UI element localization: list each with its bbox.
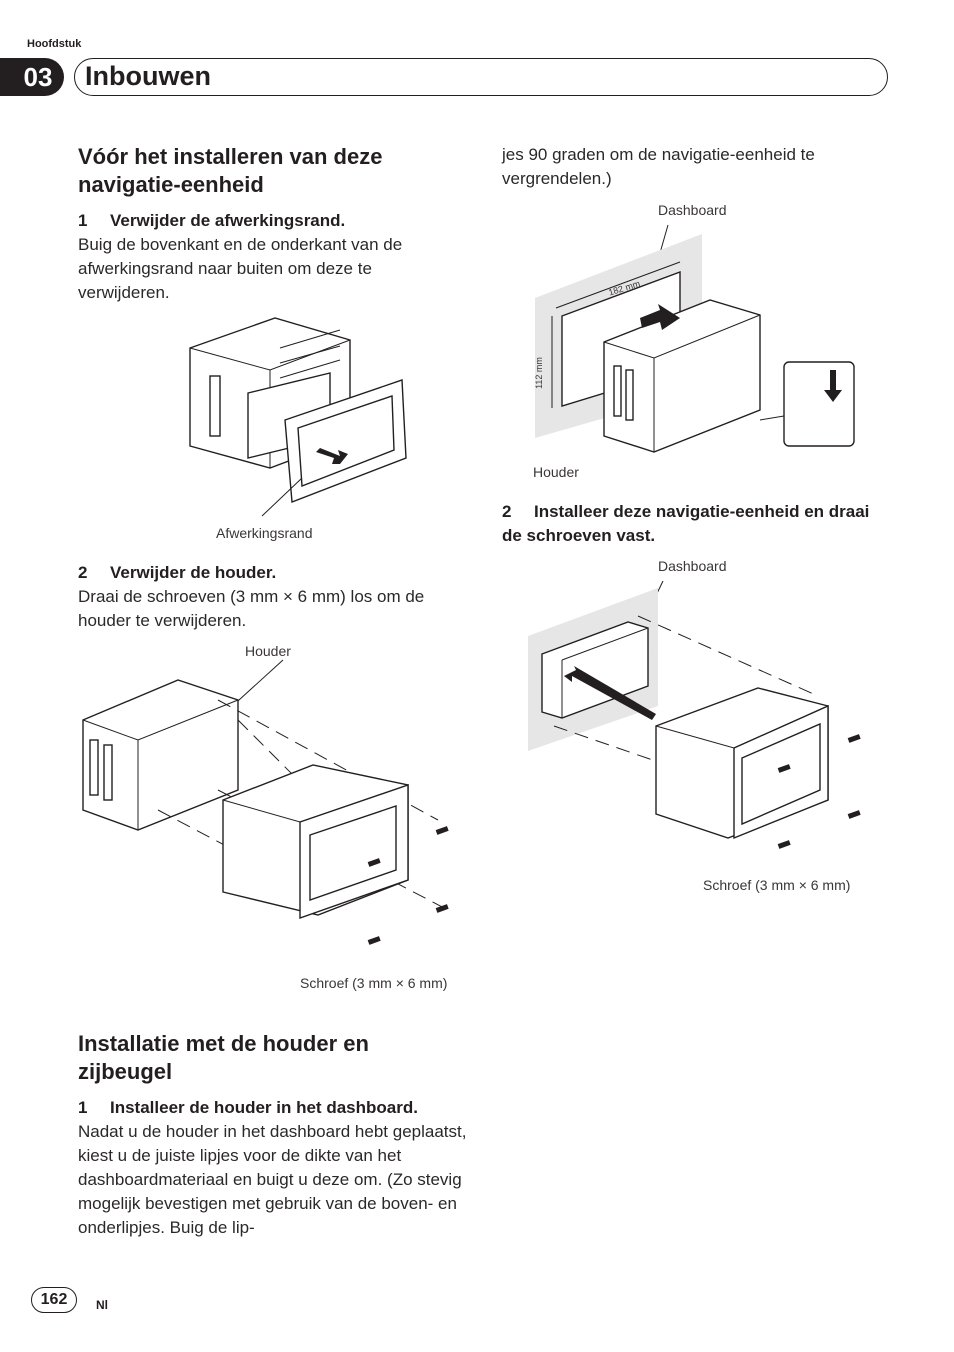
section-title: Vóór het installeren van deze navigatie-… — [78, 144, 383, 197]
chapter-number: 03 — [0, 58, 64, 96]
step-body: Buig de bovenkant en de onderkant van de… — [78, 235, 403, 302]
height-label: 112 mm — [533, 357, 544, 389]
section-install-prep: Vóór het installeren van deze navigatie-… — [78, 143, 468, 305]
step-number: 2 — [502, 502, 512, 521]
step-heading: 1 Verwijder de afwerkingsrand. — [78, 209, 468, 233]
chapter-title: Inbouwen — [74, 58, 888, 96]
holder-removal-figure — [82, 659, 449, 945]
step-number: 1 — [78, 1098, 88, 1117]
page-number: 162 — [31, 1287, 77, 1313]
step-title: Installeer de houder in het dashboard. — [110, 1098, 418, 1117]
step-title: Verwijder de houder. — [110, 563, 277, 582]
dashboard-label-2: Dashboard — [658, 558, 727, 574]
step-body: Draai de schroeven (3 mm × 6 mm) los om … — [78, 587, 425, 630]
continuation-text: jes 90 graden om de navigatie-eenheid te… — [502, 145, 815, 188]
trim-ring-caption: Afwerkingsrand — [216, 525, 313, 541]
dashboard-opening-figure — [535, 224, 855, 453]
step-body: Nadat u de houder in het dashboard hebt … — [78, 1122, 467, 1237]
holder-label-right: Houder — [533, 464, 579, 480]
trim-ring-figure — [189, 317, 407, 517]
step-number: 1 — [78, 211, 88, 230]
language-code: Nl — [96, 1298, 108, 1312]
unit-install-figure — [528, 580, 861, 849]
step-title: Installeer deze navigatie-eenheid en dra… — [502, 502, 870, 545]
section-title: Installatie met de houder en zijbeugel — [78, 1031, 369, 1084]
step-heading: 2 Verwijder de houder. — [78, 561, 468, 585]
holder-label: Houder — [245, 643, 291, 659]
dashboard-label-1: Dashboard — [658, 202, 727, 218]
step-heading: 1 Installeer de houder in het dashboard. — [78, 1096, 468, 1120]
chapter-label: Hoofdstuk — [27, 38, 82, 50]
step-title: Verwijder de afwerkingsrand. — [110, 211, 346, 230]
step-number: 2 — [78, 563, 88, 582]
step-remove-holder: 2 Verwijder de houder. Draai de schroeven… — [78, 561, 468, 633]
section-holder-install: Installatie met de houder en zijbeugel 1… — [78, 1030, 468, 1240]
screw-caption-right: Schroef (3 mm × 6 mm) — [703, 877, 851, 893]
screw-caption-left: Schroef (3 mm × 6 mm) — [300, 975, 448, 991]
